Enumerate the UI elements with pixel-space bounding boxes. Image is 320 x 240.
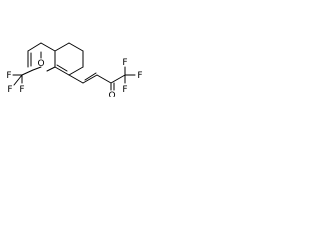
atom-labels: O O F F F F F F bbox=[6, 58, 142, 97]
bond-c8-c8a-inner bbox=[56, 64, 68, 72]
bond-c8-ca bbox=[68, 74, 84, 84]
bond-c3-c4 bbox=[27, 42, 42, 52]
bond-c2-cf3 bbox=[21, 69, 34, 76]
ring-oxygen-label: O bbox=[37, 59, 44, 69]
bond-c8a-o1-r bbox=[46, 66, 56, 72]
bond-cf3l-f-diag bbox=[13, 74, 23, 86]
fluorine-left-2-label: F bbox=[19, 85, 24, 95]
bond-c4-c4a bbox=[40, 42, 56, 52]
bond-c7-c8 bbox=[68, 66, 84, 76]
fluorine-right-3-label: F bbox=[122, 85, 127, 95]
bond-c8-c8a bbox=[54, 66, 70, 76]
ketone-oxygen-label: O bbox=[108, 91, 115, 97]
bond-c4a-c5 bbox=[54, 42, 70, 52]
fluorine-left-1-label: F bbox=[6, 71, 11, 81]
chemical-structure: O O F F F F F F bbox=[6, 42, 143, 97]
bond-cb-cc bbox=[96, 74, 112, 84]
fluorine-right-2-label: F bbox=[137, 71, 142, 81]
bond-c5-c6 bbox=[68, 42, 84, 52]
fluorine-left-3-label: F bbox=[7, 85, 12, 95]
bond-ca-cb-inner bbox=[84, 72, 97, 81]
bond-ca-cb bbox=[82, 74, 98, 84]
bond-o1-c2 bbox=[32, 66, 42, 71]
bonds bbox=[12, 42, 136, 91]
bond-cc-cf3 bbox=[110, 74, 126, 84]
fluorine-right-1-label: F bbox=[122, 58, 127, 68]
